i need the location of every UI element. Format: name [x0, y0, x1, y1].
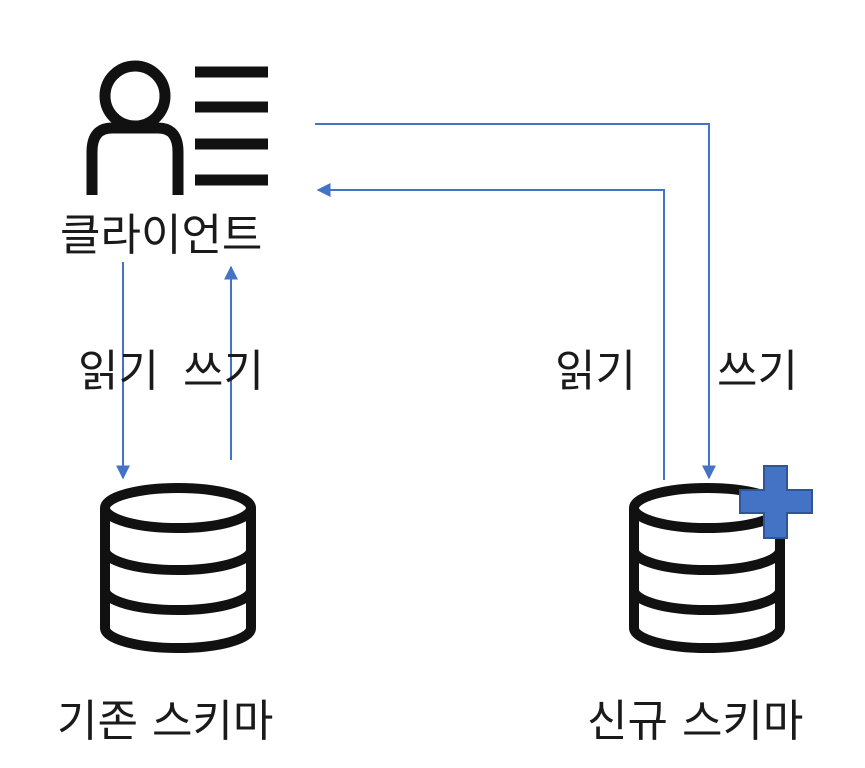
- new-read-label: 읽기: [555, 346, 636, 397]
- old-write-label: 쓰기: [183, 346, 264, 397]
- plus-icon: [739, 465, 813, 539]
- arrow-new-read: [316, 183, 665, 480]
- client-label: 클라이언트: [60, 210, 263, 261]
- old-schema-database-icon: [100, 483, 256, 653]
- old-schema-label: 기존 스키마: [57, 696, 274, 747]
- new-write-label: 쓰기: [717, 346, 798, 397]
- arrow-new-write: [315, 123, 716, 480]
- new-schema-label: 신규 스키마: [587, 696, 804, 747]
- old-read-label: 읽기: [78, 346, 159, 397]
- client-icon: [86, 60, 268, 195]
